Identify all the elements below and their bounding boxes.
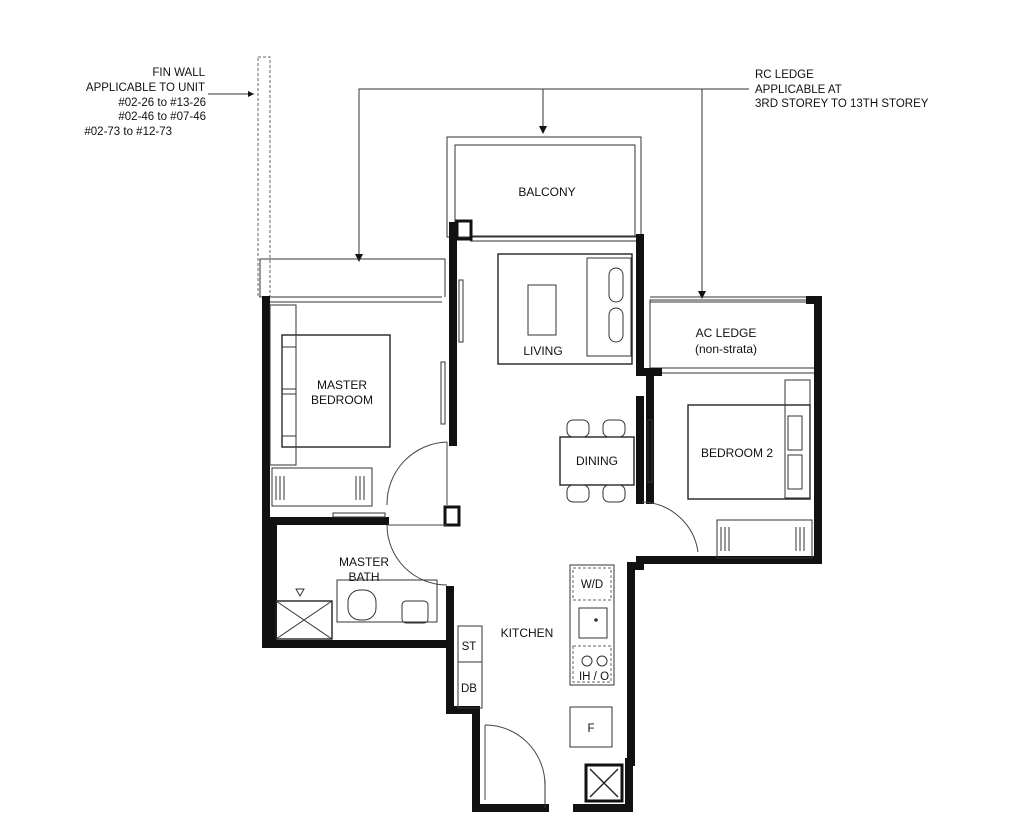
master-bed bbox=[281, 334, 391, 448]
rc-ledge-line-2: APPLICABLE AT bbox=[755, 84, 842, 96]
cushion-icon bbox=[608, 267, 624, 303]
arrow-icon bbox=[539, 126, 547, 134]
wardrobe-master bbox=[271, 467, 373, 507]
wardrobe-bed2 bbox=[716, 519, 813, 559]
sofa bbox=[586, 257, 632, 357]
cushion-icon bbox=[608, 307, 624, 343]
room-label-master-bath-1: MASTER bbox=[339, 555, 389, 569]
sofa-rug bbox=[497, 253, 633, 365]
arrow-icon bbox=[698, 291, 706, 299]
wall-living-right bbox=[636, 234, 662, 376]
hob-box bbox=[572, 645, 612, 683]
room-label-living: LIVING bbox=[523, 344, 562, 358]
st-db-cabinet bbox=[457, 625, 483, 709]
pillow-icon bbox=[281, 393, 297, 437]
label-washer-dryer: W/D bbox=[581, 579, 603, 591]
master-wall-panel bbox=[269, 304, 297, 466]
sink-icon bbox=[578, 607, 608, 639]
label-fridge: F bbox=[587, 723, 594, 735]
wall-master-outer bbox=[262, 296, 454, 648]
room-label-master-bath-2: BATH bbox=[348, 570, 379, 584]
chair-icon bbox=[602, 419, 626, 438]
door-master-bedroom bbox=[386, 441, 448, 506]
coffee-table bbox=[527, 284, 557, 336]
doors bbox=[332, 279, 699, 808]
bed2-wall-panel bbox=[784, 379, 811, 499]
sliding-panel-master bbox=[440, 361, 446, 425]
walls bbox=[262, 219, 822, 812]
rc-ledge-left bbox=[259, 258, 446, 297]
fridge-box bbox=[569, 706, 613, 748]
shaft bbox=[584, 763, 624, 803]
furniture bbox=[269, 253, 813, 748]
chair-icon bbox=[602, 484, 626, 503]
column-left bbox=[455, 219, 473, 241]
balcony-inner bbox=[454, 144, 636, 238]
dining-table bbox=[559, 436, 635, 486]
pillow-icon bbox=[787, 454, 803, 490]
pillow-icon bbox=[787, 415, 803, 451]
room-label-bedroom-2: BEDROOM 2 bbox=[701, 446, 773, 460]
wall-bedroom2-outer bbox=[636, 296, 822, 564]
arrow-icon bbox=[248, 91, 254, 97]
rc-ledge-line-3: 3RD STOREY TO 13TH STOREY bbox=[755, 98, 929, 110]
label-distribution-board: DB bbox=[461, 683, 477, 695]
fin-wall-line-2: APPLICABLE TO UNIT bbox=[86, 82, 205, 94]
sliding-panel-bed2 bbox=[647, 419, 653, 483]
door-entrance bbox=[484, 724, 546, 786]
kitchen-counter bbox=[569, 564, 615, 686]
burner-icon bbox=[596, 655, 608, 667]
burner-icon bbox=[581, 655, 593, 667]
sliding-door-bath bbox=[332, 512, 386, 518]
rc-ledge-line-1: RC LEDGE bbox=[755, 69, 814, 81]
ledges bbox=[259, 136, 819, 369]
room-label-master-bedroom-2: BEDROOM bbox=[311, 393, 373, 407]
pillow-icon bbox=[281, 346, 297, 390]
rc-ledge-leader-left bbox=[358, 88, 749, 258]
room-label-ac-ledge-1: AC LEDGE bbox=[696, 326, 757, 340]
room-label-ac-ledge-2: (non-strata) bbox=[695, 342, 757, 356]
chair-icon bbox=[566, 419, 590, 438]
sliding-panel-living bbox=[458, 279, 464, 343]
door-bedroom2 bbox=[641, 501, 699, 553]
room-label-balcony: BALCONY bbox=[518, 185, 575, 199]
label-hob-oven: IH / O bbox=[579, 671, 609, 683]
fin-wall-line-5: #02-73 to #12-73 bbox=[84, 126, 172, 138]
column-mid bbox=[443, 505, 461, 527]
shower-head-icon bbox=[295, 588, 305, 598]
room-labels: BALCONY LIVING MASTER BEDROOM AC LEDGE (… bbox=[311, 185, 773, 640]
label-storage: ST bbox=[462, 641, 477, 653]
fin-wall-line-3: #02-26 to #13-26 bbox=[118, 97, 206, 109]
shower bbox=[275, 600, 333, 640]
door-master-bath bbox=[386, 524, 448, 586]
fin-wall-line-4: #02-46 to #07-46 bbox=[118, 111, 206, 123]
rc-ledge-annotation: RC LEDGE APPLICABLE AT 3RD STOREY TO 13T… bbox=[355, 69, 929, 299]
room-label-master-bedroom-1: MASTER bbox=[317, 378, 367, 392]
wall-kitchen-right bbox=[573, 562, 644, 812]
fixture-labels: W/D ST DB IH / O F bbox=[461, 579, 609, 735]
arrow-icon bbox=[355, 254, 363, 262]
basin-icon bbox=[401, 600, 429, 624]
wall-kitchen-left bbox=[446, 586, 549, 812]
room-label-kitchen: KITCHEN bbox=[501, 626, 554, 640]
chair-icon bbox=[566, 484, 590, 503]
vanity bbox=[336, 579, 438, 623]
toilet-icon bbox=[347, 589, 377, 621]
fin-wall-annotation: FIN WALL APPLICABLE TO UNIT #02-26 to #1… bbox=[84, 56, 271, 298]
windows bbox=[268, 235, 815, 374]
room-label-dining: DINING bbox=[576, 454, 618, 468]
fin-wall-line-1: FIN WALL bbox=[152, 67, 205, 79]
